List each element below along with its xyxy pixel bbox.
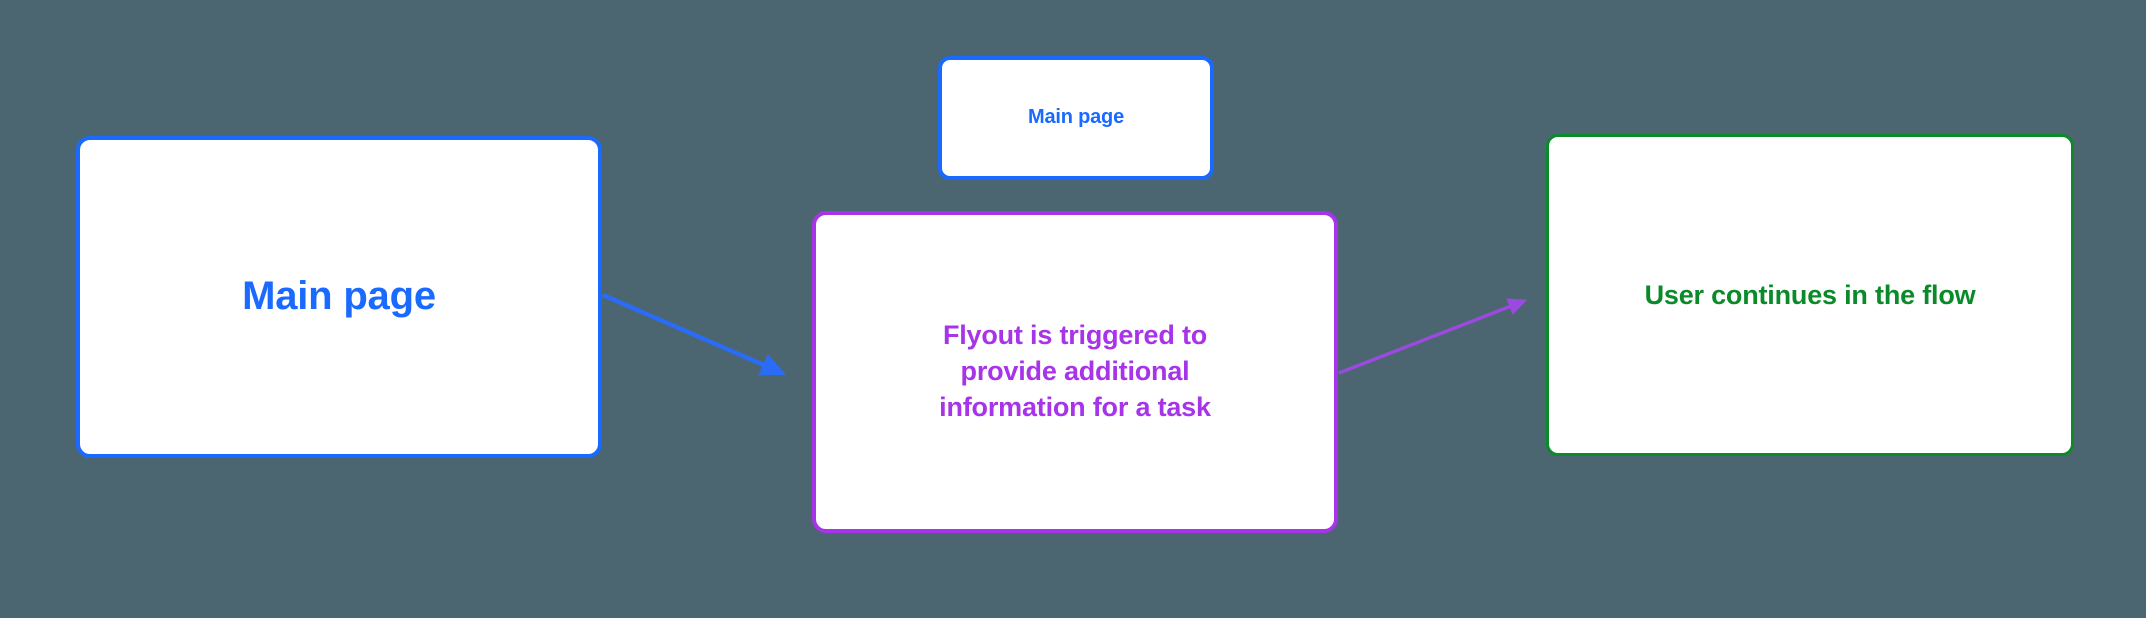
node-main-page-small[interactable]: Main page <box>938 56 1214 180</box>
connector-main-page-to-flyout <box>602 292 787 376</box>
node-main-page-large-label: Main page <box>242 274 436 319</box>
node-flyout[interactable]: Flyout is triggered to provide additiona… <box>812 211 1338 533</box>
node-flyout-label: Flyout is triggered to provide additiona… <box>939 320 1211 422</box>
connector-flyout-to-continue <box>1338 298 1528 375</box>
node-user-continues-label: User continues in the flow <box>1644 279 1976 310</box>
node-main-page-small-label: Main page <box>1028 106 1124 129</box>
node-user-continues[interactable]: User continues in the flow <box>1546 134 2074 456</box>
node-main-page-large[interactable]: Main page <box>76 136 602 458</box>
